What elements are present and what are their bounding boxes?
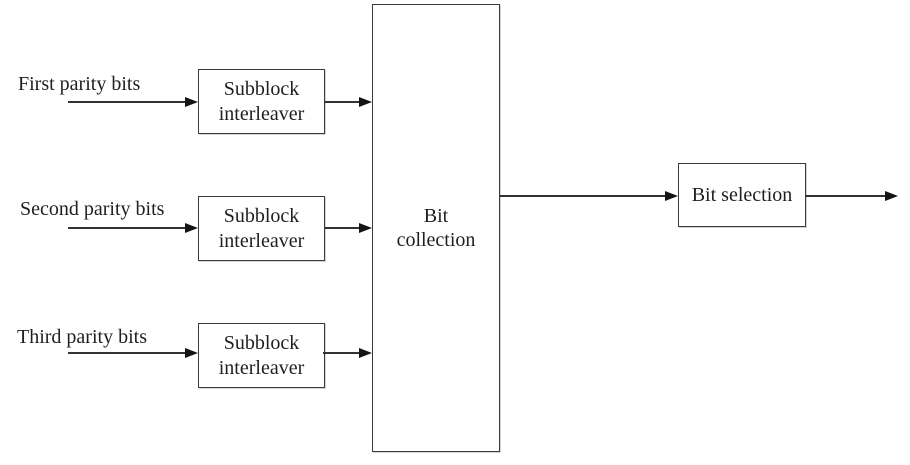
arrow-shaft	[500, 195, 667, 197]
input-label-third-parity-bits: Third parity bits	[17, 326, 147, 348]
arrowhead-icon	[885, 190, 898, 201]
subblock-interleaver-label-line1: Subblock	[223, 205, 300, 228]
arrow-shaft	[323, 352, 361, 354]
input-label-second-parity-bits: Second parity bits	[20, 198, 165, 220]
subblock-interleaver-label-line2: interleaver	[218, 229, 305, 252]
arrow-collection-to-selection	[500, 190, 678, 202]
arrow-third-parity-to-interleaver	[68, 347, 198, 359]
bit-selection-box: Bit selection	[678, 163, 806, 227]
subblock-interleaver-label-line1: Subblock	[223, 78, 300, 101]
subblock-interleaver-box-2: Subblock interleaver	[198, 196, 325, 261]
arrowhead-icon	[185, 96, 198, 107]
arrow-interleaver3-to-collection	[323, 347, 372, 359]
arrow-shaft	[805, 195, 887, 197]
bit-collection-box: Bit collection	[372, 4, 500, 452]
arrow-shaft	[324, 227, 361, 229]
arrow-second-parity-to-interleaver	[68, 222, 198, 234]
subblock-interleaver-label-line2: interleaver	[218, 102, 305, 125]
arrowhead-icon	[359, 222, 372, 233]
arrowhead-icon	[665, 190, 678, 201]
arrow-first-parity-to-interleaver	[68, 96, 198, 108]
arrow-shaft	[68, 101, 187, 103]
arrow-shaft	[325, 101, 361, 103]
bit-selection-label: Bit selection	[691, 183, 793, 206]
arrowhead-icon	[359, 347, 372, 358]
bit-collection-label-line1: Bit	[423, 204, 449, 227]
subblock-interleaver-label-line1: Subblock	[223, 332, 300, 355]
bit-collection-label-line2: collection	[396, 229, 476, 251]
arrow-interleaver1-to-collection	[325, 96, 372, 108]
subblock-interleaver-box-1: Subblock interleaver	[198, 69, 325, 134]
subblock-interleaver-box-3: Subblock interleaver	[198, 323, 325, 388]
arrow-interleaver2-to-collection	[324, 222, 372, 234]
arrowhead-icon	[185, 347, 198, 358]
arrow-shaft	[68, 352, 187, 354]
arrow-final-output	[805, 190, 898, 202]
arrowhead-icon	[185, 222, 198, 233]
arrow-shaft	[68, 227, 187, 229]
arrowhead-icon	[359, 96, 372, 107]
subblock-interleaver-label-line2: interleaver	[218, 356, 305, 379]
input-label-first-parity-bits: First parity bits	[18, 73, 141, 95]
